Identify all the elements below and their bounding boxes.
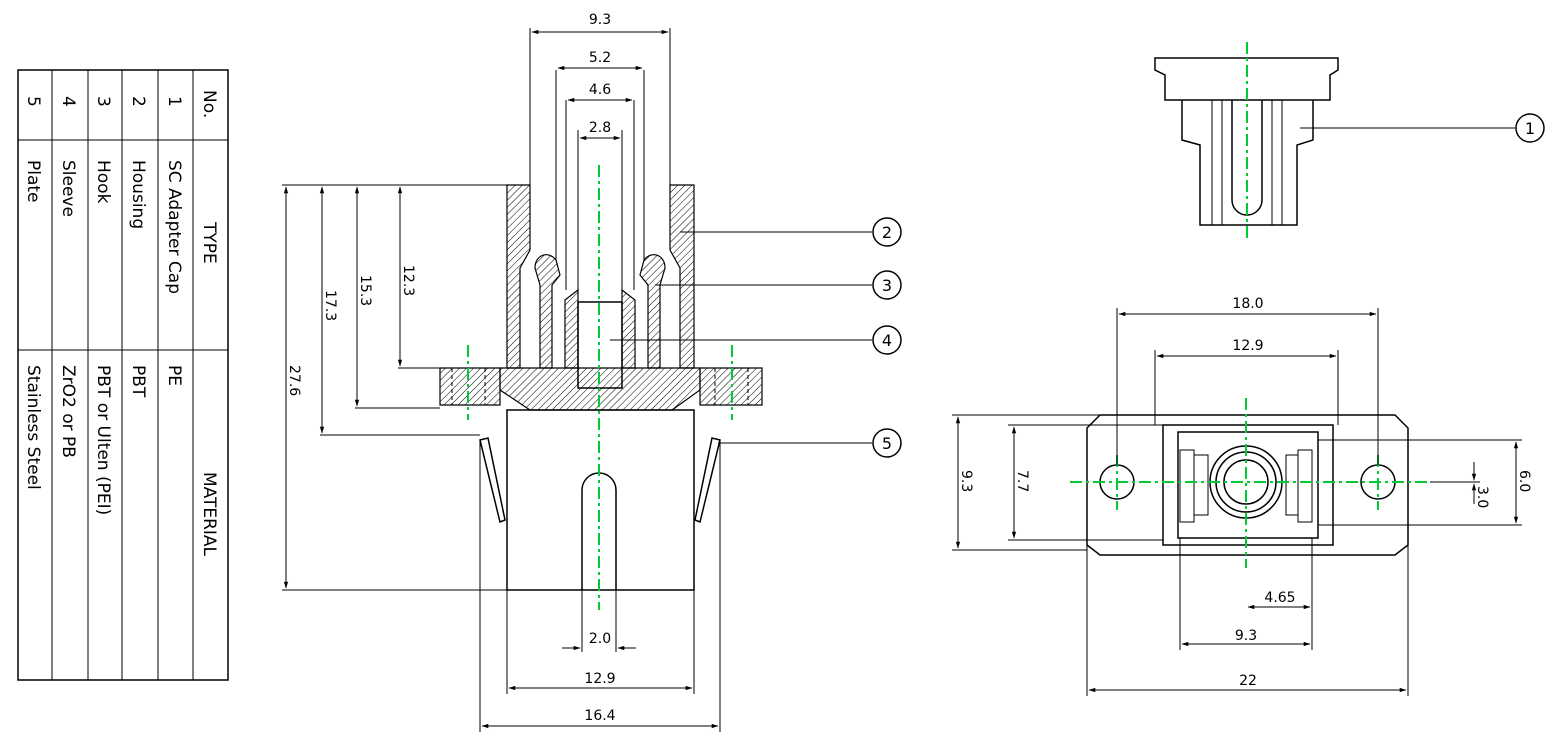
callout-4 xyxy=(872,325,902,355)
housing-right-wall xyxy=(669,184,695,369)
lower-body xyxy=(506,409,695,591)
table-row-3-type: Hook xyxy=(93,160,113,204)
dim-side-height-12-3: 12.3 xyxy=(400,265,416,296)
callout-3-label: 3 xyxy=(882,276,892,295)
callout-2 xyxy=(872,217,902,247)
plate-spring-right xyxy=(694,437,721,524)
callout-5-label: 5 xyxy=(882,434,892,453)
dim-front-width-9-3: 9.3 xyxy=(1235,628,1257,644)
table-row-5-material: Stainless Steel xyxy=(23,365,43,490)
cap-view: 1 xyxy=(1154,42,1545,242)
dim-front-width-22: 22 xyxy=(1239,673,1257,689)
table-row-5-type: Plate xyxy=(23,160,43,203)
dim-side-width-9-3: 9.3 xyxy=(589,12,611,28)
side-section-view: 9.3 5.2 4.6 2.8 12.3 15.3 17.3 27.6 2.0 … xyxy=(282,12,902,732)
dim-side-width-2-8: 2.8 xyxy=(589,120,611,136)
dim-front-height-6-0: 6.0 xyxy=(1516,470,1532,492)
dim-side-height-27-6: 27.6 xyxy=(286,365,302,396)
dim-side-height-15-3: 15.3 xyxy=(357,275,373,306)
table-row-4-no: 4 xyxy=(58,96,78,107)
sleeve-holder-right xyxy=(621,288,636,369)
callout-2-label: 2 xyxy=(882,223,892,242)
dim-front-height-9-3: 9.3 xyxy=(958,470,974,492)
callout-4-label: 4 xyxy=(882,331,892,350)
dim-front-width-12-9: 12.9 xyxy=(1232,338,1263,354)
table-row-2-no: 2 xyxy=(128,96,148,107)
plate-spring-left xyxy=(479,437,506,524)
dim-front-height-3-0: 3.0 xyxy=(1474,486,1490,508)
front-view: 18.0 12.9 9.3 7.7 6.0 3.0 4.65 9.3 xyxy=(952,296,1532,696)
callout-3 xyxy=(872,270,902,300)
table-row-1-material: PE xyxy=(164,365,184,386)
dim-front-height-7-7: 7.7 xyxy=(1014,470,1030,492)
table-row-1-type: SC Adapter Cap xyxy=(164,160,184,294)
table-row-1-no: 1 xyxy=(164,96,184,107)
dim-front-width-4-65: 4.65 xyxy=(1264,590,1295,606)
cap-body xyxy=(1181,100,1314,226)
dim-side-width-4-6: 4.6 xyxy=(589,82,611,98)
front-plate xyxy=(1086,414,1409,556)
dim-side-width-5-2: 5.2 xyxy=(589,50,611,66)
callout-1-label: 1 xyxy=(1525,119,1535,138)
hook-right xyxy=(639,254,666,369)
callout-1 xyxy=(1515,113,1545,143)
parts-table: No. TYPE MATERIAL 1 SC Adapter Cap PE 2 … xyxy=(17,69,229,681)
front-housing xyxy=(1162,424,1334,546)
table-row-2-material: PBT xyxy=(128,365,148,398)
dim-side-width-2-0: 2.0 xyxy=(589,631,611,647)
hook-left xyxy=(534,254,561,369)
dim-side-height-17-3: 17.3 xyxy=(322,290,338,321)
cap-top xyxy=(1154,57,1339,101)
table-row-3-no: 3 xyxy=(93,96,113,107)
table-row-2-type: Housing xyxy=(128,160,148,229)
table-header-type: TYPE xyxy=(199,221,219,264)
dim-front-width-18-0: 18.0 xyxy=(1232,296,1263,312)
flange-left xyxy=(439,367,501,406)
table-row-3-material: PBT or Ulten (PEI) xyxy=(93,365,113,515)
table-header-material: MATERIAL xyxy=(199,472,219,557)
table-header-no: No. xyxy=(199,90,219,118)
table-row-5-no: 5 xyxy=(23,96,43,107)
callout-5 xyxy=(872,428,902,458)
housing-left-wall xyxy=(506,184,531,369)
table-row-4-type: Sleeve xyxy=(58,160,78,217)
dim-side-width-12-9: 12.9 xyxy=(584,671,615,687)
sleeve-holder-left xyxy=(564,288,579,369)
dim-side-width-16-4: 16.4 xyxy=(584,708,615,724)
table-row-4-material: ZrO2 or PB xyxy=(58,365,78,458)
